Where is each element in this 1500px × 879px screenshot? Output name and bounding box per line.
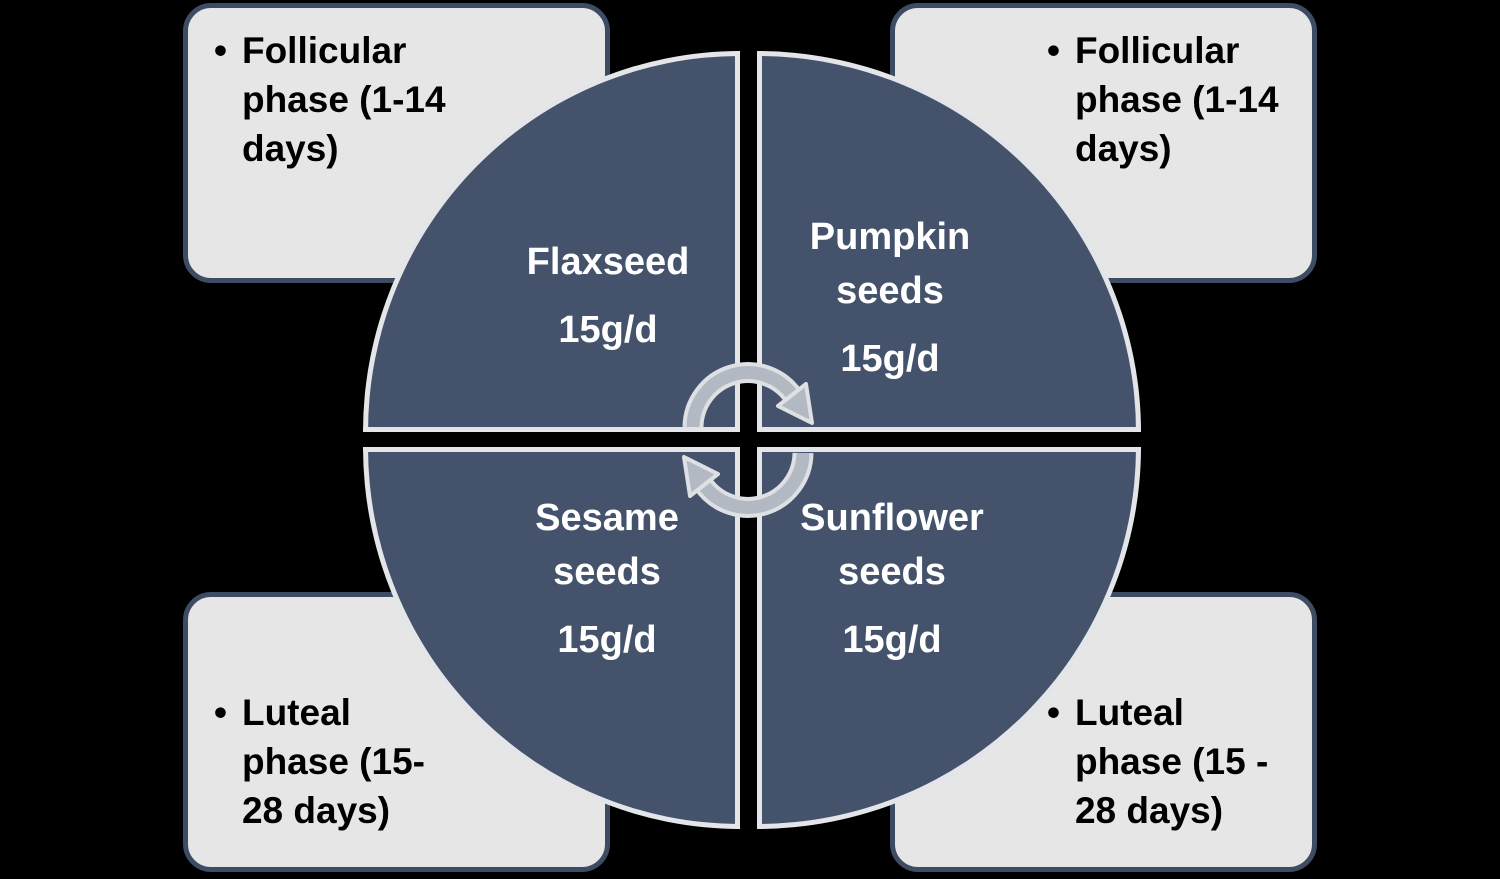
- seed-name: Sesame: [535, 497, 679, 539]
- note-line: phase (1-14: [241, 79, 446, 120]
- seed-name: seeds: [838, 551, 946, 593]
- seed-name: Flaxseed: [526, 241, 690, 283]
- note-line: Luteal: [241, 692, 351, 733]
- seed-dose: 15g/d: [842, 619, 942, 661]
- note-line: phase (15 -: [1074, 741, 1269, 782]
- flaxseed-label: Flaxseed 15g/d: [527, 235, 690, 357]
- note-line: Follicular: [241, 30, 407, 71]
- note-line: Follicular: [1074, 30, 1240, 71]
- note-row: • Follicular phase (1-14 days): [188, 8, 605, 173]
- note-line: phase (1-14: [1074, 79, 1279, 120]
- bullet-icon: •: [1047, 692, 1060, 733]
- sunflower-seeds-label: Sunflower seeds 15g/d: [800, 491, 984, 667]
- bullet-icon: •: [1047, 30, 1060, 71]
- note-line: days): [241, 128, 339, 169]
- bullet-icon: •: [214, 30, 227, 71]
- note-line: days): [1074, 128, 1172, 169]
- seed-dose: 15g/d: [557, 619, 657, 661]
- seed-dose: 15g/d: [840, 338, 940, 380]
- note-row: • Follicular phase (1-14 days): [895, 8, 1312, 173]
- seed-name: seeds: [836, 270, 944, 312]
- pumpkin-seeds-label: Pumpkin seeds 15g/d: [810, 210, 970, 386]
- note-row: • Luteal phase (15- 28 days): [188, 688, 605, 867]
- sesame-seeds-label: Sesame seeds 15g/d: [535, 491, 679, 667]
- seed-name: Sunflower: [800, 497, 984, 539]
- note-line: 28 days): [241, 790, 391, 831]
- note-text: Follicular phase (1-14 days): [242, 26, 446, 173]
- note-row: • Luteal phase (15 - 28 days): [895, 688, 1312, 867]
- seed-dose: 15g/d: [558, 309, 658, 351]
- note-line: phase (15-: [241, 741, 425, 782]
- note-line: Luteal: [1074, 692, 1184, 733]
- bullet-icon: •: [214, 692, 227, 733]
- note-text: Luteal phase (15- 28 days): [242, 688, 425, 835]
- seed-name: seeds: [553, 551, 661, 593]
- note-text: Follicular phase (1-14 days): [1075, 26, 1279, 173]
- note-line: 28 days): [1074, 790, 1224, 831]
- note-text: Luteal phase (15 - 28 days): [1075, 688, 1268, 835]
- seed-name: Pumpkin: [809, 216, 971, 258]
- seed-cycle-wheel: Flaxseed 15g/d Pumpkin seeds 15g/d Sesam…: [363, 51, 1141, 829]
